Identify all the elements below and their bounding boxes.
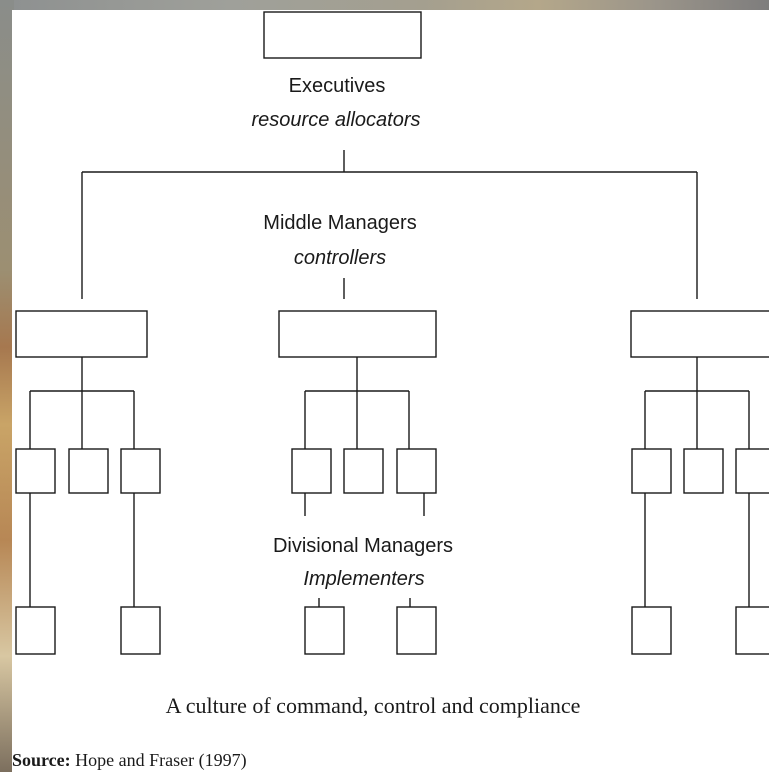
bottom-box bbox=[15, 606, 56, 655]
executives-role: resource allocators bbox=[251, 109, 421, 131]
middle-manager-box-center bbox=[278, 310, 437, 358]
bottom-box bbox=[396, 606, 437, 655]
executive-connectors bbox=[81, 150, 698, 299]
bottom-box bbox=[631, 606, 672, 655]
divisional-box bbox=[291, 448, 332, 494]
divisional-box bbox=[735, 448, 769, 494]
bottom-box bbox=[120, 606, 161, 655]
divisional-box bbox=[631, 448, 672, 494]
divisional-box bbox=[343, 448, 384, 494]
divisional-box bbox=[120, 448, 161, 494]
middle-manager-box-left bbox=[15, 310, 148, 358]
middle-manager-box-right bbox=[630, 310, 769, 358]
bottom-box bbox=[304, 606, 345, 655]
left-group-connectors bbox=[29, 357, 135, 607]
bottom-row-boxes bbox=[15, 606, 769, 655]
divisional-box bbox=[396, 448, 437, 494]
divisional-box bbox=[683, 448, 724, 494]
middle-managers-role: controllers bbox=[293, 247, 387, 269]
source-label: Source: bbox=[12, 750, 71, 770]
divisional-managers-role: Implementers bbox=[303, 568, 425, 590]
executive-box bbox=[263, 11, 422, 59]
bottom-box bbox=[735, 606, 769, 655]
divisional-managers-title: Divisional Managers bbox=[272, 535, 454, 557]
executives-title: Executives bbox=[288, 75, 386, 97]
divisional-manager-boxes bbox=[15, 448, 769, 494]
divisional-box bbox=[68, 448, 109, 494]
center-group-connectors bbox=[304, 357, 425, 607]
source-text: Hope and Fraser (1997) bbox=[75, 750, 247, 770]
divisional-box bbox=[15, 448, 56, 494]
source-citation: Source: Hope and Fraser (1997) bbox=[12, 750, 247, 771]
middle-managers-title: Middle Managers bbox=[263, 212, 417, 234]
background-image bbox=[0, 0, 769, 12]
right-group-connectors bbox=[644, 357, 750, 607]
diagram-caption: A culture of command, control and compli… bbox=[165, 693, 581, 718]
background-image-edge bbox=[0, 0, 14, 772]
